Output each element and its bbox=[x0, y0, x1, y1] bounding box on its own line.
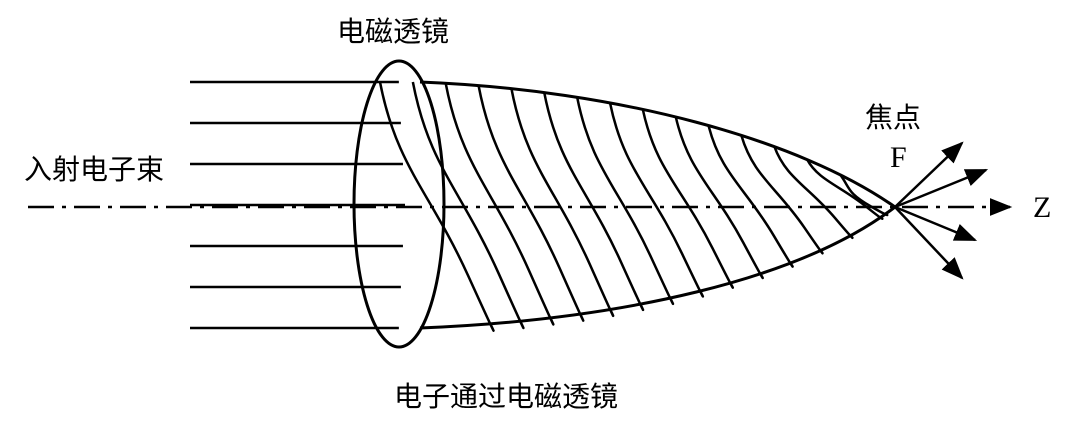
spiral-curve bbox=[444, 83, 555, 326]
incoming-beam-lines bbox=[190, 80, 405, 330]
lens-label: 电磁透镜 bbox=[337, 15, 450, 48]
spiral-curve bbox=[608, 102, 705, 298]
spiral-curve bbox=[806, 158, 884, 221]
divergent-rays bbox=[894, 141, 989, 280]
spiral-trajectories bbox=[378, 81, 889, 332]
axis-label: Z bbox=[1033, 191, 1052, 224]
spiral-curve bbox=[411, 81, 525, 330]
spiral-curve bbox=[575, 96, 675, 306]
spiral-curve bbox=[641, 109, 735, 289]
spiral-curve bbox=[510, 88, 615, 317]
divergent-ray bbox=[894, 141, 964, 208]
spiral-curve bbox=[838, 173, 889, 217]
caption: 电子通过电磁透镜 bbox=[394, 380, 619, 413]
lens-ellipse bbox=[352, 59, 446, 349]
divergent-ray bbox=[894, 206, 964, 280]
spiral-curve bbox=[674, 116, 764, 280]
divergent-ray bbox=[894, 168, 989, 209]
spiral-curve bbox=[543, 92, 645, 312]
spiral-curve bbox=[378, 81, 495, 332]
spiral-curve bbox=[707, 125, 794, 268]
focus-label: 焦点 bbox=[865, 101, 922, 134]
focus-letter: F bbox=[890, 141, 907, 174]
incident-beam-label: 入射电子束 bbox=[24, 153, 165, 186]
spiral-curve bbox=[773, 145, 854, 240]
spiral-curve bbox=[477, 85, 585, 322]
divergent-ray bbox=[894, 205, 978, 242]
spiral-curve bbox=[740, 135, 824, 255]
